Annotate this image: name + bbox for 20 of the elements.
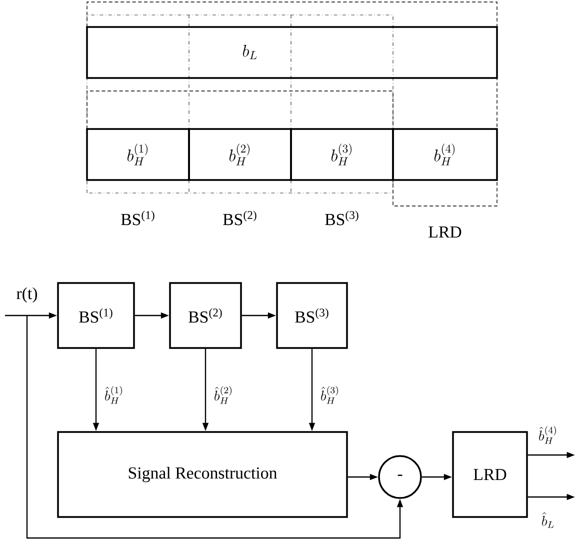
bracket-label: BS$^{(1)}$	[121, 210, 154, 226]
edge-label: $\hat{b}_H^{(2)}$	[212, 385, 234, 405]
process-box: Signal Reconstruction	[57, 431, 348, 518]
bit-cell: $b_H^{(4)}$	[392, 128, 498, 181]
bracket-label: BS$^{(2)}$	[223, 210, 256, 226]
bit-cell: $b_H^{(1)}$	[86, 128, 190, 181]
edge-label: $\hat{b}_H^{(4)}$	[537, 425, 559, 445]
process-box: BS$^{(1)}$	[57, 282, 135, 349]
process-box: LRD	[452, 431, 528, 518]
process-box: BS$^{(3)}$	[276, 282, 348, 349]
bit-cell: $b_H^{(3)}$	[290, 128, 394, 181]
bit-bar: $b_L$	[86, 26, 498, 79]
edge-label: $\hat{b}_H^{(1)}$	[103, 385, 125, 405]
edge-label: r(t)	[15, 286, 39, 304]
edge-label: $\hat{b}_H^{(3)}$	[319, 385, 341, 405]
bracket-label: BS$^{(3)}$	[325, 210, 358, 226]
bracket-label: LRD	[428, 226, 462, 238]
bit-cell: $b_H^{(2)}$	[188, 128, 292, 181]
process-box: BS$^{(2)}$	[169, 282, 242, 349]
edge-label: $\hat{b}_L$	[540, 511, 556, 529]
